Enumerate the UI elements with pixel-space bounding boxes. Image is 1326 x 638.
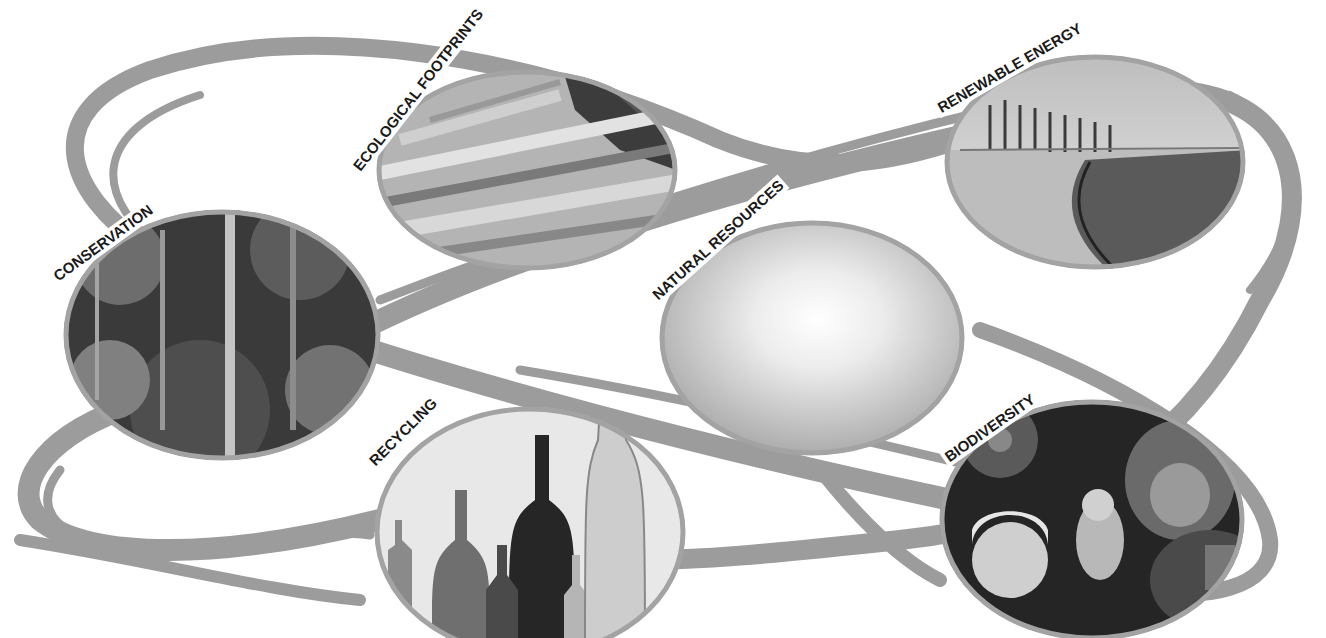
oval-heading: BIODIVERSITY <box>939 389 1041 468</box>
photo-oval: CONSERVATION <box>64 210 380 460</box>
photo-oval: RECYCLING <box>375 407 685 638</box>
photo-oval: ECOLOGICAL FOOTPRINTS <box>377 70 677 270</box>
oval-heading: RENEWABLE ENERGY <box>932 18 1088 118</box>
photo-oval: NATURAL RESOURCES <box>660 221 964 455</box>
oval-ring <box>375 407 685 638</box>
oval-heading: ECOLOGICAL FOOTPRINTS <box>347 3 488 177</box>
bottles-photo <box>370 400 690 638</box>
photo-oval: BIODIVERSITY <box>940 400 1244 638</box>
photo-oval: RENEWABLE ENERGY <box>945 55 1245 269</box>
oval-ring <box>377 70 677 270</box>
oval-heading: CONSERVATION <box>47 199 158 287</box>
